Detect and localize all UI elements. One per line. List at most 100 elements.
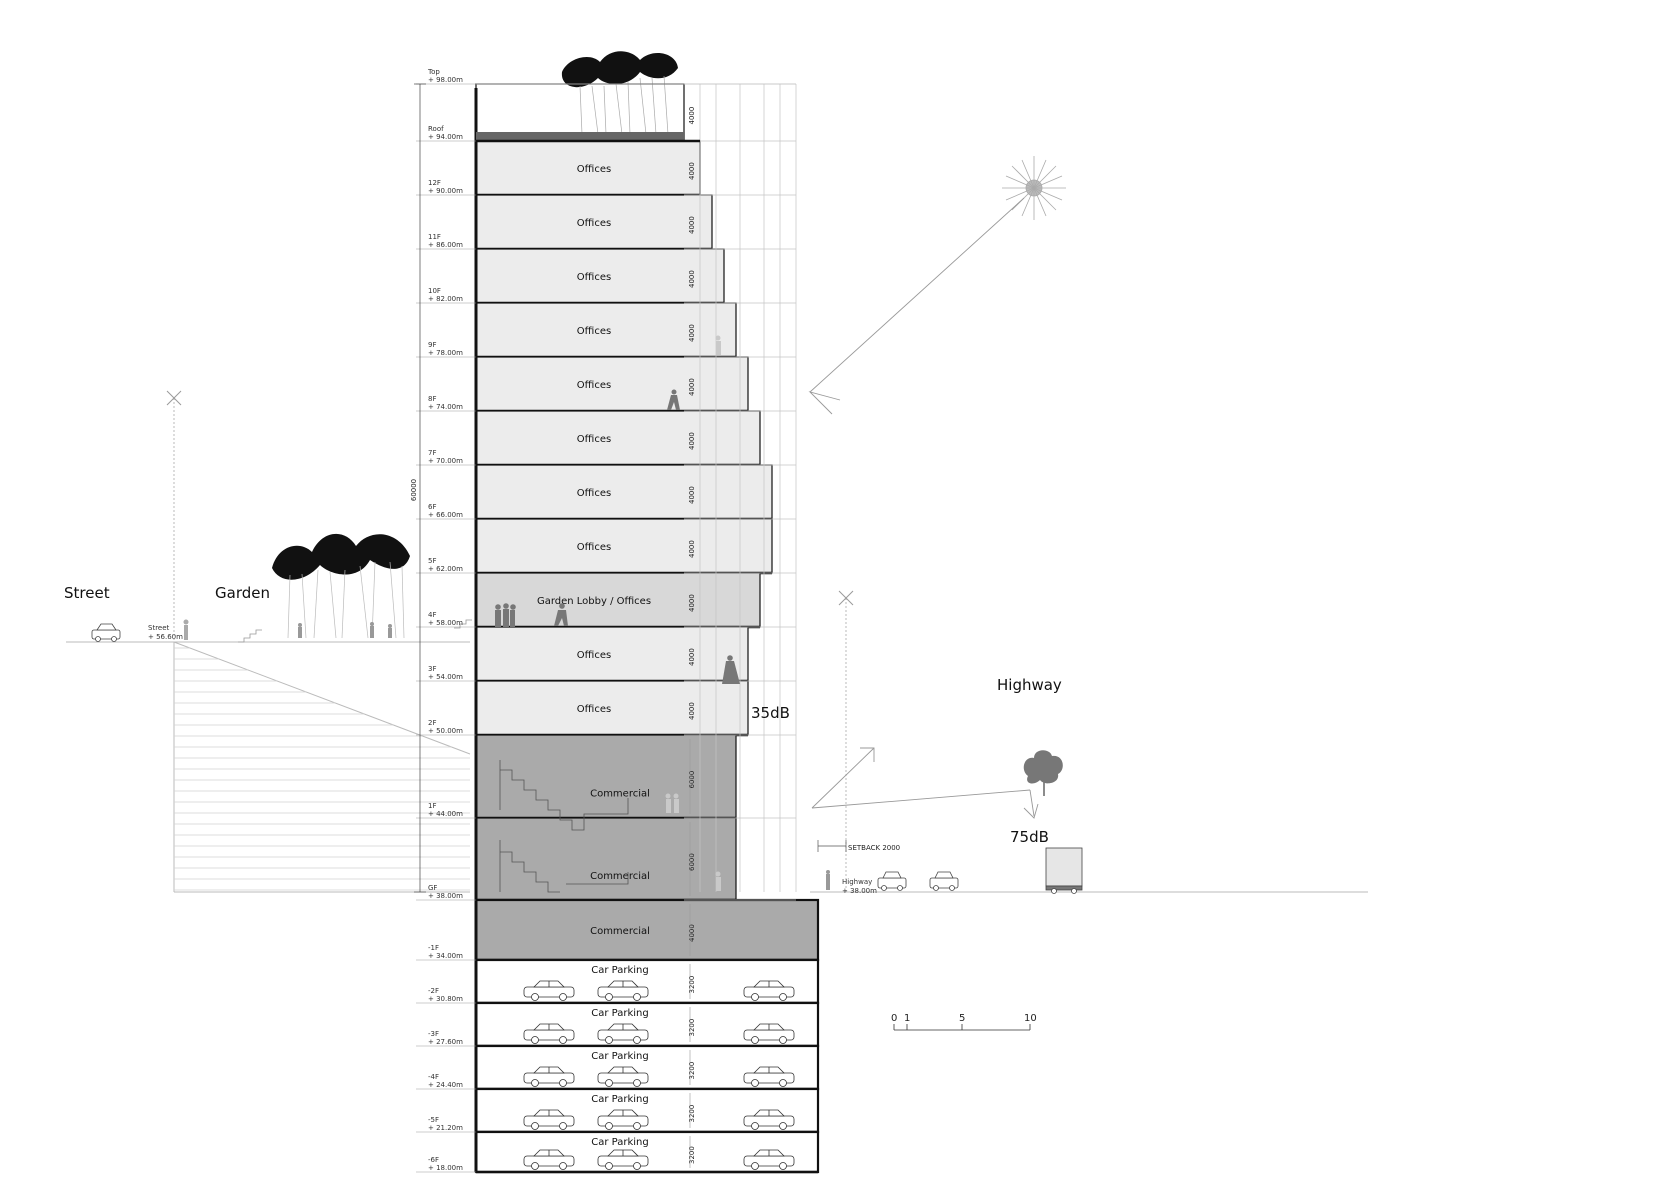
floor-height-dim: 4000	[688, 702, 696, 720]
floor-slab	[475, 734, 737, 819]
floor-slab	[475, 194, 713, 250]
tree-icon	[1023, 750, 1063, 796]
level-name: 5F	[428, 557, 436, 565]
floor-label: Commercial	[590, 871, 650, 882]
level-name: 2F	[428, 719, 436, 727]
sun-icon	[1002, 156, 1066, 220]
floor-slab	[475, 464, 773, 520]
car-icon	[743, 1109, 795, 1130]
street-post-cross-icon	[166, 390, 182, 406]
highway-level-name: Highway	[842, 878, 872, 886]
level-name: 9F	[428, 341, 436, 349]
level-name: 1F	[428, 802, 436, 810]
floor-slab	[475, 518, 773, 574]
noise-outside-label: 75dB	[1010, 828, 1049, 846]
level-name: 10F	[428, 287, 441, 295]
floor-slab	[475, 680, 749, 736]
floor-slab	[475, 302, 737, 358]
level-name: 6F	[428, 503, 436, 511]
level-marker: 2F+ 50.00m	[416, 719, 476, 736]
car-icon	[597, 1109, 649, 1130]
level-elevation: + 74.00m	[428, 403, 463, 411]
level-elevation: + 82.00m	[428, 295, 463, 303]
level-name: Top	[427, 68, 440, 76]
floor-12: Commercial 6000	[475, 734, 737, 820]
truck-icon	[1045, 847, 1083, 894]
level-elevation: + 18.00m	[428, 1164, 463, 1172]
floor-height-dim: 4000	[688, 924, 696, 942]
level-name: -5F	[428, 1116, 439, 1124]
floor-height-dim: 3200	[688, 1019, 696, 1037]
level-elevation: + 38.00m	[428, 892, 463, 900]
floor-label: Offices	[577, 704, 611, 715]
level-elevation: + 24.40m	[428, 1081, 463, 1089]
floor-11: Offices 4000	[475, 680, 749, 737]
floor-height-dim: 4000	[688, 324, 696, 342]
floor-label: Offices	[577, 434, 611, 445]
floor-label: Car Parking	[591, 1094, 648, 1105]
level-elevation: + 44.00m	[428, 810, 463, 818]
street-level-name: Street	[148, 624, 170, 632]
level-elevation: + 34.00m	[428, 952, 463, 960]
level-marker: Top+ 98.00m	[416, 68, 476, 85]
floor-height-dim: 4000	[688, 486, 696, 504]
level-name: -1F	[428, 944, 439, 952]
car-icon	[597, 1023, 649, 1044]
level-marker: 9F+ 78.00m	[416, 341, 476, 358]
garden-pavilion-canopy-icon	[272, 533, 410, 639]
garden-label: Garden	[215, 584, 270, 602]
commercial-stairs	[499, 760, 629, 893]
floor-slab	[474, 898, 820, 962]
parking-cars	[523, 980, 795, 1170]
level-marker: -2F+ 30.80m	[416, 987, 476, 1004]
level-name: 8F	[428, 395, 436, 403]
level-marker: -3F+ 27.60m	[416, 1030, 476, 1047]
floor-label: Car Parking	[591, 1051, 648, 1062]
floor-label: Offices	[577, 542, 611, 553]
floor-height-dim: 4000	[688, 270, 696, 288]
car-icon	[597, 1066, 649, 1087]
floor-height-dim: 6000	[688, 771, 696, 789]
floor-height-dim: 3200	[688, 976, 696, 994]
car-icon	[597, 1149, 649, 1170]
floor-slab	[475, 817, 737, 901]
setback-dimension	[817, 840, 847, 852]
floor-label: Car Parking	[591, 1137, 648, 1148]
floor-label: Offices	[577, 380, 611, 391]
car-icon	[523, 1109, 575, 1130]
floor-height-dim: 3200	[688, 1146, 696, 1164]
scale-bar	[893, 1024, 1031, 1031]
floor-label: Offices	[577, 488, 611, 499]
level-marker: 6F+ 66.00m	[416, 503, 476, 520]
level-marker: -5F+ 21.20m	[416, 1116, 476, 1133]
level-name: -6F	[428, 1156, 439, 1164]
street-person-icon	[183, 619, 189, 640]
street-label: Street	[64, 584, 110, 602]
noise-inside-label: 35dB	[751, 704, 790, 722]
facade-glazing	[476, 83, 797, 901]
floor-label: Offices	[577, 650, 611, 661]
level-marker: -4F+ 24.40m	[416, 1073, 476, 1090]
highway-level-elev: + 38.00m	[842, 887, 877, 895]
car-icon	[743, 980, 795, 1001]
car-icon	[523, 1023, 575, 1044]
level-elevation: + 70.00m	[428, 457, 463, 465]
floor-slab	[475, 248, 725, 304]
floor-label: Commercial	[590, 789, 650, 800]
floor-height-dim: 4000	[688, 540, 696, 558]
level-marker: 12F+ 90.00m	[416, 179, 476, 196]
street-level-elev: + 56.60m	[148, 633, 183, 641]
sound-arrows	[811, 747, 1039, 819]
car-icon	[523, 1066, 575, 1087]
level-marker: 8F+ 74.00m	[416, 395, 476, 412]
level-elevation: + 54.00m	[428, 673, 463, 681]
floor-slab	[475, 410, 761, 466]
